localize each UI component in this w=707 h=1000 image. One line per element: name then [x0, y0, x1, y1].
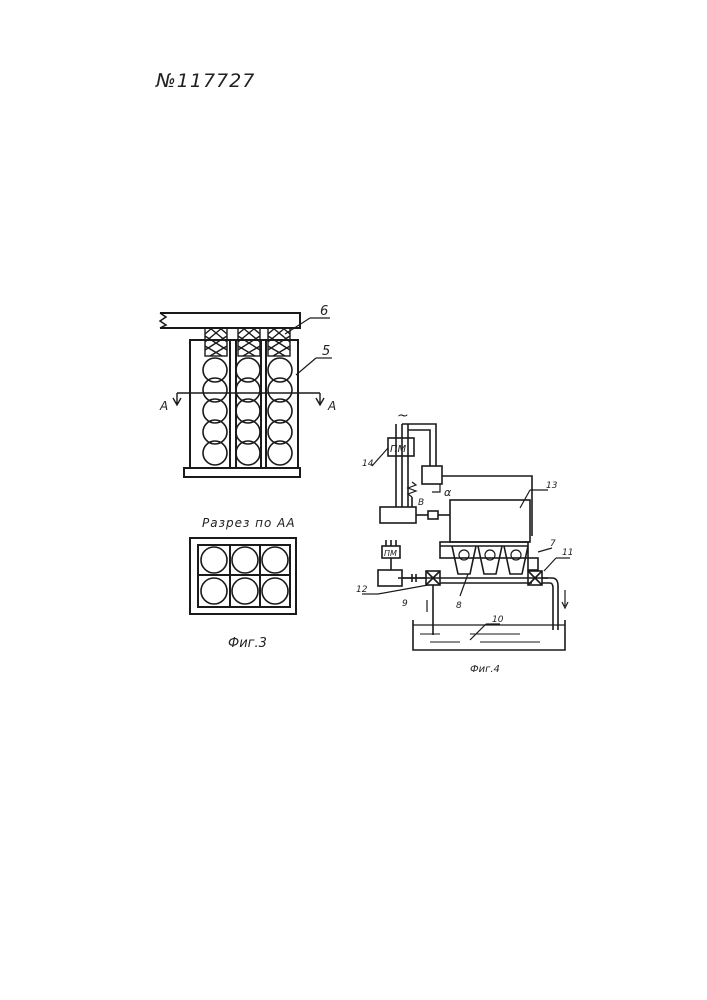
callout-7: 7: [550, 539, 556, 549]
callout-8: 8: [456, 601, 462, 611]
figure3-caption: Фиг.3: [228, 636, 267, 651]
callout-13: 13: [546, 481, 558, 491]
callout-6: 6: [320, 304, 328, 319]
alpha-label: α: [444, 486, 452, 499]
callout-10: 10: [492, 615, 504, 625]
tube-circles: [203, 358, 292, 465]
section-mark-left: А: [159, 399, 168, 413]
callout-5: 5: [322, 344, 330, 359]
section-title: Разрез по АА: [202, 516, 296, 530]
callout-9: 9: [402, 599, 408, 609]
fig3-section-aa: [190, 538, 296, 614]
callout-14: 14: [362, 459, 374, 469]
callout-12: 12: [356, 585, 368, 595]
pm-label-14: ПМ: [390, 444, 407, 455]
fig4-scheme: [362, 424, 570, 650]
hatched-blocks: [205, 328, 290, 356]
section-mark-right: А: [327, 399, 336, 413]
pm-label-12: ПМ: [384, 549, 397, 558]
b-label: В: [418, 498, 424, 508]
fig3-elevation: [160, 313, 332, 477]
ac-symbol: ~: [397, 408, 409, 424]
callout-11: 11: [562, 548, 573, 558]
figure4-caption: Фиг.4: [470, 664, 500, 675]
